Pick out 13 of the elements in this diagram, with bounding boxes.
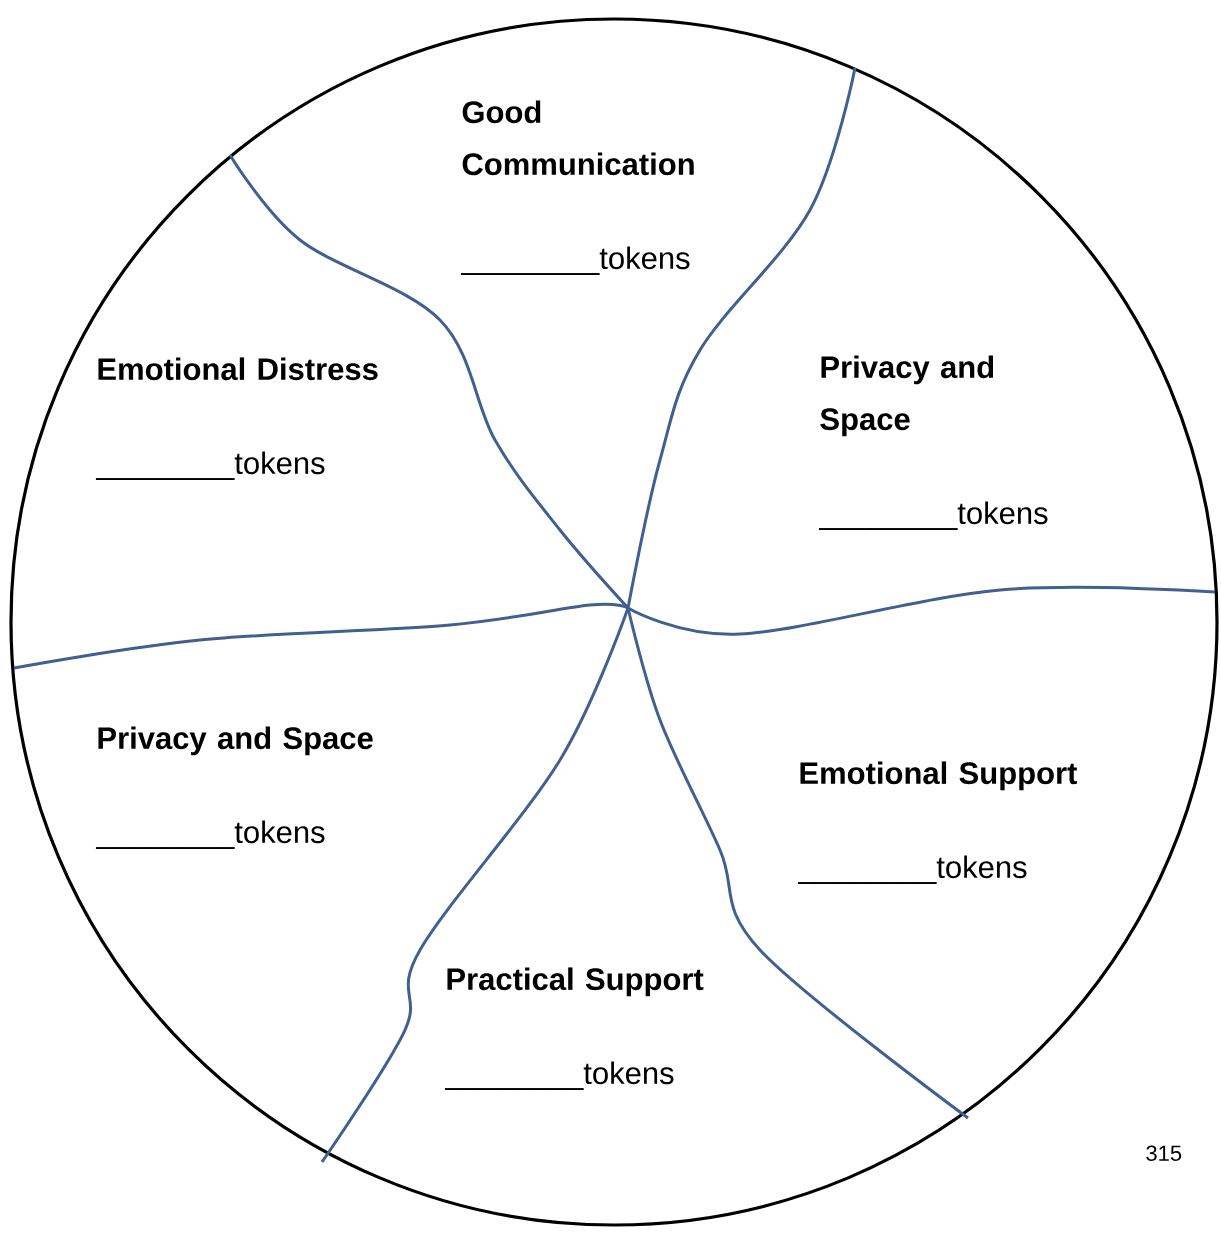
- segment-heading: Practical Support: [447, 967, 704, 997]
- page-number: 315: [1146, 1145, 1182, 1161]
- segment-heading: Good Communication: [462, 100, 694, 176]
- segment-heading: Emotional Distress: [98, 357, 378, 381]
- segment-heading: Privacy and Space: [98, 726, 373, 756]
- fill-in-line: ________tokens: [460, 246, 690, 275]
- segment-heading: Privacy and Space: [820, 355, 994, 437]
- fill-in-line: ________tokens: [444, 1061, 674, 1090]
- fill-in-line: ________tokens: [95, 820, 325, 849]
- fill-in-line: ________tokens: [95, 451, 325, 480]
- fill-in-line: ________tokens: [818, 501, 1048, 530]
- fill-in-line: ________tokens: [797, 855, 1027, 884]
- segment-heading: Emotional Support: [800, 761, 1078, 791]
